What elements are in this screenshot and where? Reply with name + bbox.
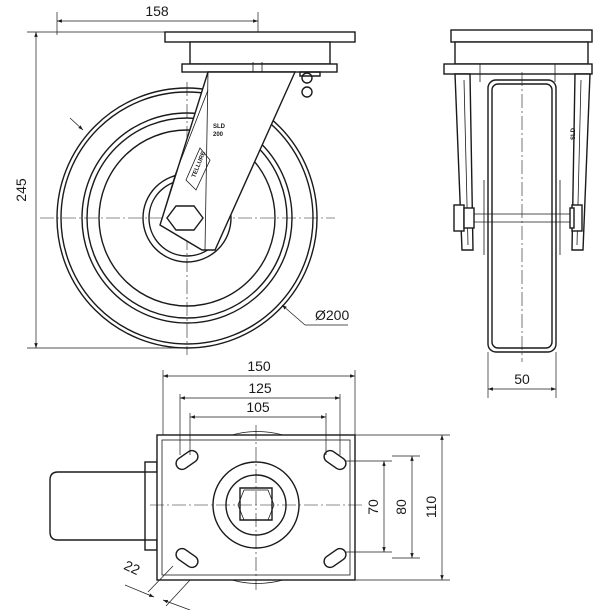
dim-158: 158 bbox=[56, 3, 259, 35]
leader-top-left bbox=[69, 117, 84, 131]
top-view: 150 125 105 70 80 bbox=[49, 358, 450, 610]
dim-245: 245 bbox=[13, 31, 187, 349]
dim-125: 125 bbox=[179, 380, 341, 455]
dim-105-label: 105 bbox=[246, 399, 270, 415]
svg-text:SLD: SLD bbox=[571, 127, 577, 140]
dim-245-label: 245 bbox=[13, 178, 29, 202]
dim-150-label: 150 bbox=[247, 358, 271, 374]
dim-110: 110 bbox=[355, 434, 450, 581]
side-view: SLD 200 TELLURE 158 245 Ø200 bbox=[13, 3, 356, 355]
front-view: SLD 50 bbox=[443, 29, 593, 398]
dim-diameter-200: Ø200 bbox=[281, 304, 349, 326]
svg-text:SLD: SLD bbox=[213, 124, 226, 130]
dim-125-label: 125 bbox=[248, 380, 272, 396]
dim-105: 105 bbox=[189, 399, 327, 455]
dim-158-label: 158 bbox=[145, 3, 169, 19]
front-plate bbox=[450, 29, 593, 43]
svg-text:200: 200 bbox=[213, 132, 224, 138]
dim-80: 80 bbox=[392, 455, 420, 559]
top-slots bbox=[175, 449, 347, 569]
dim-50-label: 50 bbox=[514, 371, 530, 387]
dim-diameter-label: Ø200 bbox=[315, 307, 349, 323]
dim-150: 150 bbox=[162, 358, 356, 435]
side-axle-nut bbox=[166, 205, 204, 231]
dim-110-label: 110 bbox=[423, 496, 439, 519]
dim-22-label: 22 bbox=[122, 557, 143, 578]
top-brake-pedal bbox=[49, 471, 146, 541]
dim-70-label: 70 bbox=[365, 499, 381, 515]
side-top-plate bbox=[164, 31, 356, 98]
dim-22: 22 bbox=[122, 557, 191, 610]
dim-70: 70 bbox=[345, 460, 392, 553]
dim-80-label: 80 bbox=[393, 499, 409, 515]
dim-50: 50 bbox=[487, 352, 557, 398]
